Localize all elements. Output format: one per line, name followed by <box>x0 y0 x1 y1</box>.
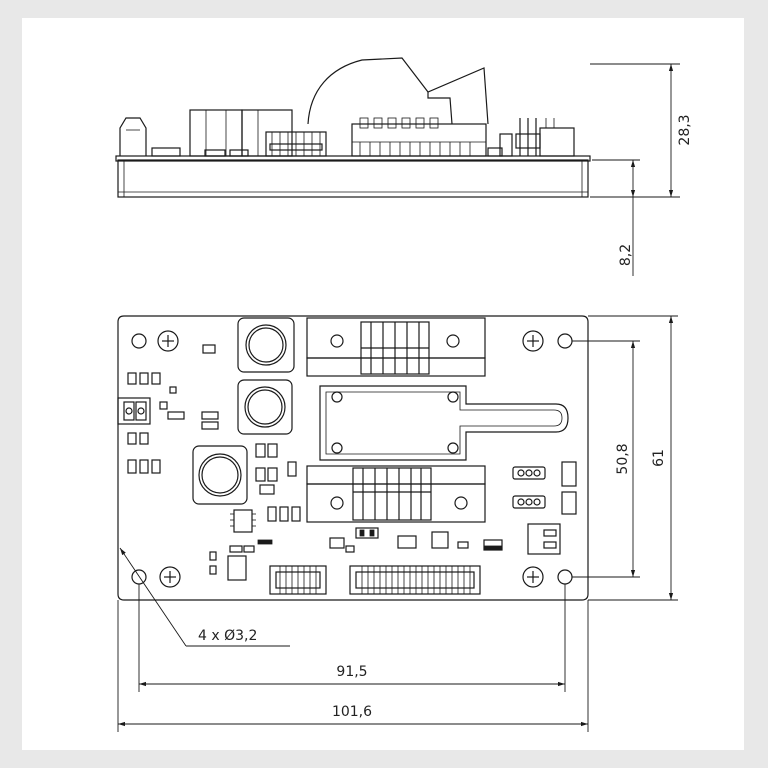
dim-mounting-holes: 4 x Ø3,2 <box>198 628 257 644</box>
mounting-hole-br <box>557 569 573 585</box>
dim-hole-spacing-vertical: 50,8 <box>615 443 631 474</box>
bottom-connector-large <box>349 565 481 595</box>
side-heatsink-fin <box>307 57 489 125</box>
dim-total-height: 28,3 <box>677 114 693 145</box>
inductors <box>192 317 295 505</box>
top-dimensions <box>117 315 678 732</box>
dim-board-width: 101,6 <box>332 704 372 720</box>
side-power-stage <box>351 123 487 157</box>
power-stage-top <box>306 317 486 377</box>
ic-chip <box>233 509 253 533</box>
input-terminal <box>117 397 151 425</box>
heatsink-base <box>117 159 589 198</box>
side-terminal-block <box>119 117 147 156</box>
board-outline <box>117 315 589 601</box>
mounting-hole-tl <box>131 333 147 349</box>
drawing-frame: 28,3 8,2 <box>22 18 744 750</box>
side-dimensions <box>590 63 680 276</box>
heat-spreader <box>319 385 569 461</box>
dim-hole-spacing-horizontal: 91,5 <box>336 664 367 680</box>
dim-board-thickness: 8,2 <box>618 244 634 266</box>
side-view <box>115 57 591 198</box>
dim-board-height: 61 <box>651 449 667 467</box>
power-stage-bottom <box>306 465 486 523</box>
mounting-hole-tr <box>557 333 573 349</box>
top-view <box>117 315 589 601</box>
technical-drawing: 28,3 8,2 <box>115 57 693 732</box>
